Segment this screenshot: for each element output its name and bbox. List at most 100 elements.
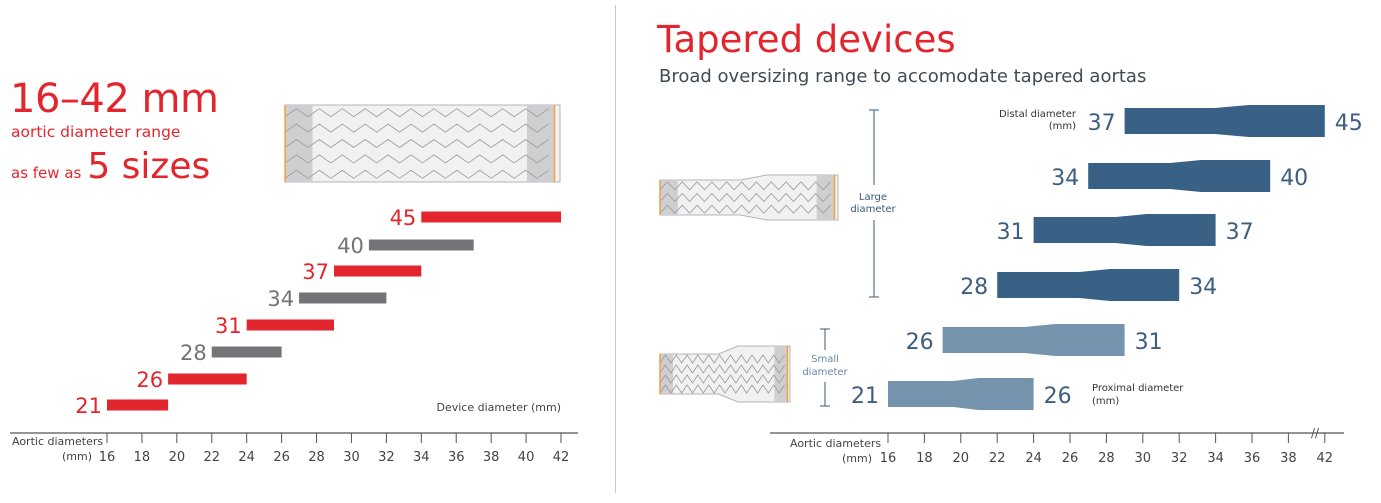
- tapered-subtitle: Broad oversizing range to accomodate tap…: [659, 66, 1147, 87]
- distal-label-unit: (mm): [1049, 121, 1076, 132]
- diameter-range-subheadline: aortic diameter range: [11, 123, 181, 141]
- small-diameter-label: Small: [811, 354, 839, 365]
- tapered-bar-26-31: [942, 324, 1125, 356]
- stent-straight-image-wire: [284, 108, 549, 118]
- device-bar-label: 31: [215, 314, 242, 338]
- proximal-value: 40: [1280, 166, 1308, 191]
- device-bar-label: 21: [75, 394, 102, 418]
- left-x-tick-label: 22: [203, 450, 220, 465]
- stent-straight-image-wire: [284, 154, 549, 164]
- stent-tapered-large-image: [659, 174, 839, 221]
- tapered-bar-21-26: [888, 378, 1034, 410]
- left-x-tick-label: 36: [448, 450, 465, 465]
- right-x-tick-label: 42: [1317, 451, 1334, 466]
- diameter-range-headline: 16–42 mm: [10, 76, 219, 122]
- proximal-value: 37: [1226, 220, 1254, 245]
- left-x-tick-label: 34: [413, 450, 430, 465]
- left-x-tick-label: 26: [273, 450, 290, 465]
- proximal-label: Proximal diameter: [1092, 383, 1184, 394]
- right-x-label: Aortic diameters: [790, 437, 881, 450]
- right-x-tick-label: 18: [916, 451, 933, 466]
- right-x-label-unit: (mm): [842, 452, 872, 465]
- stent-tapered-small-image-wire: [659, 384, 785, 394]
- distal-value: 37: [1088, 111, 1116, 136]
- tapered-bar-31-37: [1033, 214, 1216, 246]
- right-x-tick-label: 26: [1062, 451, 1079, 466]
- device-bar-45: [421, 211, 561, 223]
- small-diameter-label: diameter: [802, 367, 848, 378]
- device-bar-37: [334, 265, 422, 277]
- left-x-tick-label: 18: [134, 450, 151, 465]
- right-x-tick-label: 34: [1207, 451, 1224, 466]
- few-prefix: as few as: [11, 164, 82, 182]
- tapered-bar-28-34: [997, 269, 1180, 301]
- distal-value: 26: [906, 330, 934, 355]
- left-x-tick-label: 16: [99, 450, 116, 465]
- panel-divider: [615, 5, 616, 493]
- stent-tapered-small-image-body: [659, 345, 791, 403]
- stent-tapered-large-image-wire: [659, 204, 831, 214]
- right-x-tick-label: 24: [1025, 451, 1042, 466]
- device-bar-31: [246, 319, 334, 331]
- stent-tapered-large-image-body: [659, 174, 839, 221]
- large-diameter-label: Large: [859, 192, 887, 203]
- few-sizes-text: as few as 5 sizes: [11, 146, 210, 187]
- large-diameter-label: diameter: [850, 204, 896, 215]
- left-x-label: Aortic diameters: [12, 435, 103, 448]
- device-bar-label: 37: [302, 260, 329, 284]
- device-bar-28: [211, 346, 282, 358]
- stent-tapered-small-image-seal-left: [660, 354, 673, 394]
- right-x-tick-label: 16: [880, 451, 897, 466]
- stent-tapered-small-image-wire: [659, 354, 785, 364]
- distal-value: 21: [851, 384, 879, 409]
- stent-tapered-large-image-seal-right: [816, 175, 835, 220]
- left-x-label-unit: (mm): [62, 450, 92, 463]
- right-x-tick-label: 38: [1280, 451, 1297, 466]
- stent-straight-image-wire: [284, 169, 549, 179]
- stent-tapered-small-image-seal-right: [774, 346, 788, 402]
- stent-straight-image-seal-left: [285, 105, 313, 182]
- distal-value: 34: [1051, 166, 1079, 191]
- tapered-title: Tapered devices: [657, 18, 956, 61]
- tapered-bar-37-45: [1124, 105, 1325, 137]
- distal-value: 31: [997, 220, 1025, 245]
- left-x-tick-label: 32: [378, 450, 395, 465]
- stent-tapered-small-image-wire: [659, 364, 785, 374]
- left-x-tick-label: 24: [238, 450, 255, 465]
- right-x-tick-label: 20: [953, 451, 970, 466]
- right-x-tick-label: 36: [1244, 451, 1261, 466]
- stent-straight-image-wire: [284, 139, 549, 148]
- right-x-tick-label: 22: [989, 451, 1006, 466]
- distal-label: Distal diameter: [999, 109, 1077, 120]
- right-x-tick-label: 32: [1171, 451, 1188, 466]
- left-x-tick-label: 42: [553, 450, 570, 465]
- few-sizes: 5 sizes: [87, 146, 211, 187]
- device-bar-label: 45: [390, 206, 417, 230]
- axis-break-icon: //: [1311, 426, 1320, 440]
- proximal-value: 26: [1044, 384, 1072, 409]
- proximal-value: 31: [1135, 330, 1163, 355]
- device-bar-40: [368, 239, 474, 251]
- device-bar-34: [299, 292, 387, 304]
- stent-tapered-large-image-wire: [659, 181, 831, 191]
- stent-tapered-large-image-wire: [659, 192, 831, 203]
- right-x-tick-label: 30: [1135, 451, 1152, 466]
- device-bar-26: [168, 373, 247, 385]
- device-bar-label: 40: [337, 234, 364, 258]
- left-x-tick-label: 20: [169, 450, 186, 465]
- proximal-value: 34: [1189, 275, 1217, 300]
- device-diameter-label: Device diameter (mm): [437, 401, 562, 414]
- device-bar-label: 28: [180, 341, 207, 365]
- stent-tapered-small-image-wire: [659, 374, 785, 384]
- left-x-tick-label: 30: [343, 450, 360, 465]
- stent-straight-image-wire: [284, 123, 549, 133]
- left-x-tick-label: 40: [518, 450, 535, 465]
- left-x-tick-label: 38: [483, 450, 500, 465]
- device-bar-21: [107, 399, 169, 411]
- device-bar-label: 26: [136, 368, 163, 392]
- proximal-value: 45: [1335, 111, 1363, 136]
- left-x-tick-label: 28: [308, 450, 325, 465]
- proximal-label-unit: (mm): [1092, 396, 1119, 407]
- stent-straight-image: [284, 104, 561, 183]
